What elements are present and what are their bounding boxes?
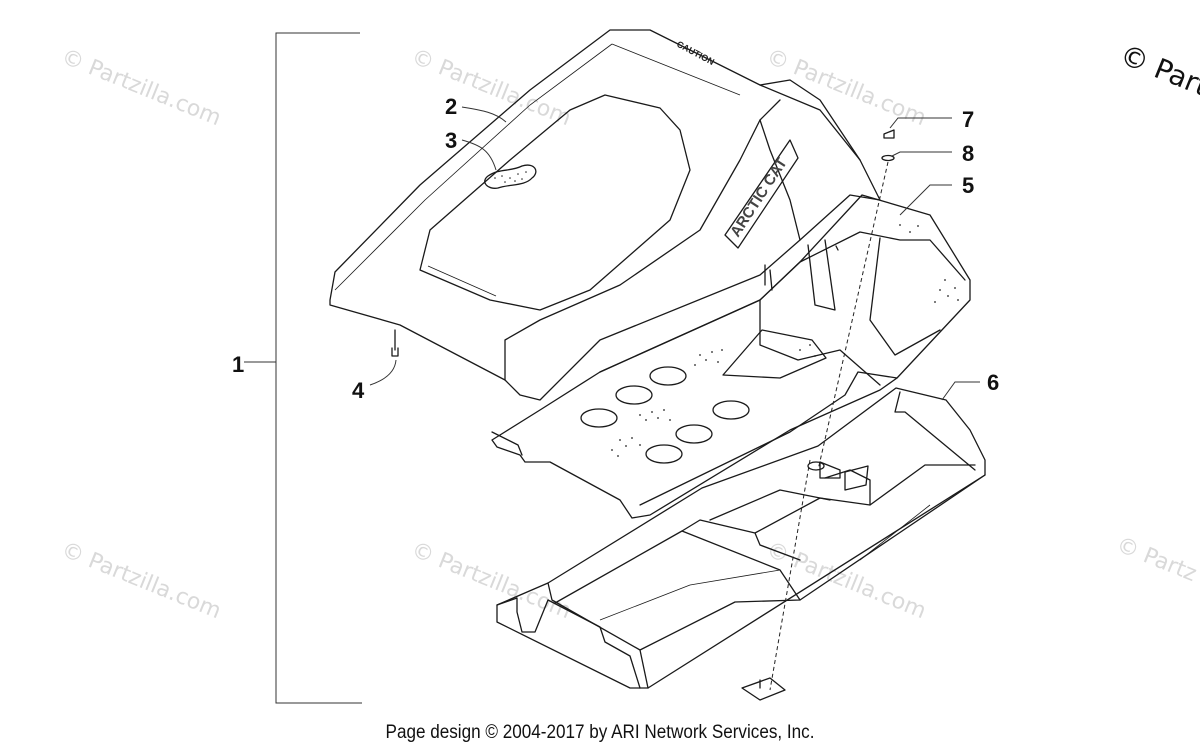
callout-7: 7 bbox=[962, 107, 974, 132]
watermark-text: © Partzilla.com bbox=[408, 44, 575, 131]
callout-4: 4 bbox=[352, 378, 365, 403]
watermark-text: © Partzilla.com bbox=[408, 537, 575, 624]
decal-brand: ARCTIC CAT bbox=[727, 155, 791, 240]
callout-8: 8 bbox=[962, 141, 974, 166]
part-fastener bbox=[741, 129, 895, 701]
part-emblem bbox=[484, 164, 537, 189]
callout-1: 1 bbox=[232, 352, 244, 377]
part-clip bbox=[391, 329, 399, 357]
part-seat-pan bbox=[491, 194, 971, 519]
part-lower-base bbox=[496, 387, 986, 689]
watermark-text: © Partzilla.com bbox=[58, 537, 225, 624]
footer-copyright: Page design © 2004-2017 by ARI Network S… bbox=[385, 722, 815, 743]
seat-pan-holes bbox=[580, 366, 750, 464]
decal-caution: CAUTION bbox=[675, 39, 716, 67]
watermark-corner: © Partz bbox=[1115, 38, 1200, 109]
watermark-text: © Partz bbox=[1113, 532, 1200, 587]
assembly-bracket bbox=[244, 32, 362, 704]
callout-3: 3 bbox=[445, 128, 457, 153]
callout-6: 6 bbox=[987, 370, 999, 395]
part-seat-cover: ARCTIC CAT CAUTION bbox=[329, 29, 881, 401]
callout-2: 2 bbox=[445, 94, 457, 119]
leader-lines bbox=[369, 106, 980, 401]
callout-5: 5 bbox=[962, 173, 974, 198]
watermarks: © Partzilla.com © Partzilla.com © Partzi… bbox=[58, 38, 1200, 624]
callout-labels: 1 2 3 4 5 6 7 8 bbox=[232, 94, 999, 403]
texture-stipple bbox=[611, 224, 959, 457]
watermark-text: © Partzilla.com bbox=[58, 44, 225, 131]
